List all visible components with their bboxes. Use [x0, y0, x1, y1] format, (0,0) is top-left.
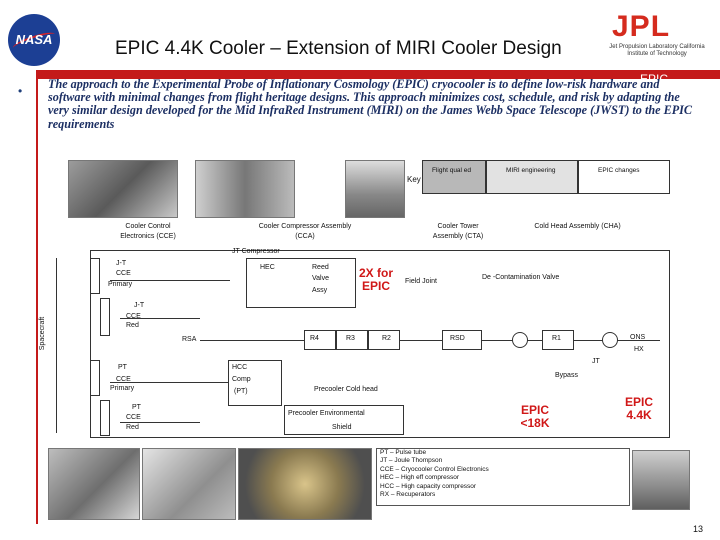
hec-box — [246, 258, 356, 308]
ibsu-3 — [90, 360, 100, 396]
legend-item: HEC – High eff compressor — [380, 474, 459, 482]
header-red-bar — [0, 70, 720, 79]
pt-cce-primary-2: CCE — [116, 376, 131, 383]
slide-title: EPIC 4.4K Cooler – Extension of MIRI Coo… — [115, 38, 562, 59]
r4-box — [304, 330, 336, 350]
jt-compressor-label: JT Compressor — [232, 248, 280, 255]
cce-header: Cooler Control Electronics (CCE) — [120, 223, 176, 240]
legend-item: JT – Joule Thompson — [380, 457, 443, 465]
intro-paragraph: The approach to the Experimental Probe o… — [48, 77, 693, 131]
key-miri — [486, 160, 578, 194]
ibsu-2 — [100, 298, 110, 336]
page-number: 13 — [693, 524, 704, 534]
cca-header: Cooler Compressor Assembly (CCA) — [258, 223, 352, 240]
hcc-2: Comp — [232, 376, 251, 383]
key-epic — [578, 160, 670, 194]
cha-header: Cold Head Assembly (CHA) — [534, 223, 621, 230]
rsa-line — [200, 340, 660, 341]
wire — [120, 318, 200, 319]
decon-label: De -Contamination Valve — [482, 274, 560, 281]
field-joint-label: Field Joint — [405, 278, 437, 285]
bottom-photo-1 — [48, 448, 140, 520]
precooler-coldhead: Precooler Cold head — [314, 386, 378, 393]
r3-box — [336, 330, 368, 350]
r3-label: R3 — [346, 335, 355, 342]
epic-44k-label: EPIC 4.4K — [624, 395, 653, 422]
hec-label: HEC — [260, 264, 275, 271]
hcc-1: HCC — [232, 364, 248, 371]
r2-label: R2 — [382, 335, 391, 342]
jt-compressor-box — [90, 250, 670, 438]
pt-cce-red-1: PT — [132, 404, 141, 411]
bottom-photo-4 — [632, 450, 690, 510]
jt-cce-primary-2: CCE — [116, 270, 131, 277]
r2-box — [368, 330, 400, 350]
bullet: • — [18, 84, 23, 98]
jt-cce-primary-1: J-T — [116, 260, 127, 267]
cca-photo — [195, 160, 295, 218]
spacecraft-line — [56, 258, 57, 433]
pt-cce-primary-3: Primary — [110, 385, 135, 392]
legend-item: PT – Pulse tube — [380, 449, 427, 456]
jt-cce-red-2: CCE — [126, 313, 141, 320]
reed-1: Reed — [312, 264, 329, 271]
precooler-env-1: Precooler Environmental — [288, 410, 365, 417]
ibsu-4 — [100, 400, 110, 436]
legend-item: HCC – High capacity compressor — [380, 482, 477, 490]
r4-label: R4 — [310, 335, 319, 342]
valve-circle — [512, 332, 528, 348]
wire — [110, 382, 230, 383]
reed-2: Valve — [312, 275, 329, 282]
hx-label: HX — [634, 346, 644, 353]
cooler-diagram: Key Flight qual ed MIRI engineering EPIC… — [39, 150, 720, 440]
bypass-label: Bypass — [555, 372, 578, 379]
epic-tag: EPIC — [640, 72, 669, 86]
rsd-label: RSD — [450, 335, 465, 342]
jt-cce-red-1: J-T — [134, 302, 145, 309]
cta-photo — [345, 160, 405, 218]
jt-label: JT — [592, 358, 600, 365]
r1-box — [542, 330, 574, 350]
jpl-subtitle: Jet Propulsion Laboratory California Ins… — [609, 44, 705, 57]
precooler-env-2: Shield — [332, 424, 352, 431]
key-label: Key — [407, 175, 421, 184]
epic-18k-label: EPIC <18K — [520, 403, 550, 430]
pt-cce-red-3: Red — [126, 424, 139, 431]
wire — [120, 422, 200, 423]
wire — [110, 280, 230, 281]
pt-cce-primary-1: PT — [118, 364, 127, 371]
pt-cce-red-2: CCE — [126, 414, 141, 421]
ibsu-1 — [90, 258, 100, 294]
left-red-line — [36, 79, 38, 524]
key-epic-label: EPIC changes — [598, 167, 640, 174]
key-flight — [422, 160, 486, 194]
key-flight-label: Flight qual ed — [432, 167, 472, 174]
rsd-box — [442, 330, 482, 350]
nasa-logo: NASA — [8, 14, 60, 66]
bottom-photo-2 — [142, 448, 236, 520]
jpl-logo: JPL — [612, 10, 671, 43]
precooler-env-box — [284, 405, 404, 435]
r1-label: R1 — [552, 335, 561, 342]
abbreviation-legend: PT – Pulse tube JT – Joule Thompson CCE … — [376, 448, 630, 506]
cce-photo — [68, 160, 178, 218]
jt-cce-primary-3: Primary — [108, 281, 133, 288]
bottom-photo-3 — [238, 448, 372, 520]
legend-item: RX – Recuperators — [380, 491, 436, 499]
hcc-box — [228, 360, 282, 406]
legend-item: CCE – Cryocooler Control Electronics — [380, 465, 489, 473]
rsa-label: RSA — [182, 336, 197, 343]
cta-header: Cooler Tower Assembly (CTA) — [432, 223, 484, 240]
ons-label: ONS — [630, 334, 646, 341]
reed-3: Assy — [312, 287, 328, 294]
key-miri-label: MIRI engineering — [506, 167, 556, 174]
ons-circle — [602, 332, 618, 348]
hcc-3: (PT) — [234, 388, 248, 395]
two-x-label: 2X for EPIC — [358, 266, 393, 293]
spacecraft-label: Spacecraft — [39, 316, 47, 351]
jt-cce-red-3: Red — [126, 322, 139, 329]
